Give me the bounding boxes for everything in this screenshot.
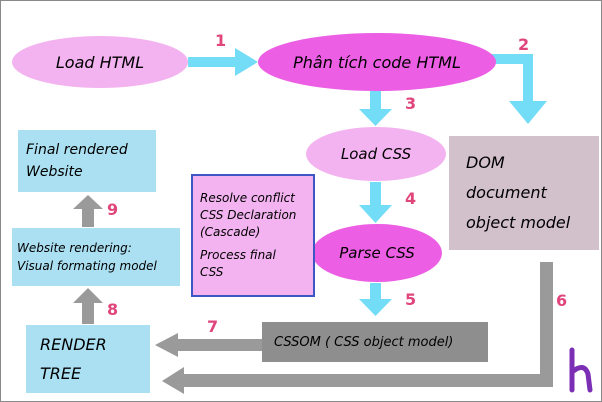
- step-number-5: 5: [405, 290, 417, 309]
- load-css-label: Load CSS: [340, 145, 412, 163]
- arrow-step-6: [162, 262, 553, 394]
- dom-label-line-2: document: [466, 183, 547, 202]
- note-line-5: CSS: [200, 265, 224, 279]
- note-line-2: CSS Declaration: [200, 208, 297, 222]
- step-number-7: 7: [207, 317, 219, 336]
- render-tree-node: RENDER TREE: [26, 325, 150, 393]
- note-line-4: Process final: [200, 248, 276, 262]
- dom-label-line-3: object model: [466, 213, 571, 232]
- step-number-1: 1: [215, 31, 227, 50]
- arrow-step-5: [359, 283, 392, 316]
- arrow-step-9: [73, 195, 103, 227]
- parse-html-label: Phân tích code HTML: [293, 52, 461, 72]
- step-number-3: 3: [405, 94, 417, 113]
- website-rendering-line-2: Visual formating model: [17, 259, 157, 273]
- website-rendering-line-1: Website rendering:: [17, 241, 132, 255]
- arrow-step-3: [359, 91, 392, 126]
- load-html-label: Load HTML: [55, 52, 145, 72]
- arrow-step-2: [483, 54, 547, 124]
- step-number-4: 4: [405, 189, 417, 208]
- arrow-step-7: [155, 333, 262, 357]
- website-rendering-node: Website rendering: Visual formating mode…: [12, 228, 180, 286]
- cssom-label: CSSOM ( CSS object model): [274, 334, 454, 350]
- parse-css-node: Parse CSS: [312, 224, 442, 282]
- step-number-8: 8: [107, 300, 119, 319]
- render-tree-line-2: TREE: [40, 364, 82, 383]
- arrow-step-1: [188, 48, 258, 76]
- dom-node: DOM document object model: [449, 136, 599, 250]
- step-number-6: 6: [556, 291, 568, 310]
- note-line-1: Resolve conflict: [200, 191, 295, 205]
- logo-h-icon: [569, 347, 593, 393]
- parse-css-label: Parse CSS: [339, 244, 415, 262]
- final-website-line-2: Website: [26, 164, 83, 180]
- final-website-node: Final rendered Website: [18, 130, 156, 192]
- arrow-step-8: [73, 288, 103, 324]
- step-number-9: 9: [107, 200, 119, 219]
- cssom-node: CSSOM ( CSS object model): [262, 322, 488, 362]
- arrow-step-4: [359, 182, 392, 223]
- dom-label-line-1: DOM: [466, 153, 505, 172]
- load-css-node: Load CSS: [306, 127, 446, 181]
- logo-mark: [566, 344, 596, 394]
- final-website-line-1: Final rendered: [26, 142, 128, 158]
- parse-html-node: Phân tích code HTML: [258, 33, 496, 91]
- step-number-2: 2: [518, 35, 530, 54]
- note-box: Resolve conflict CSS Declaration (Cascad…: [191, 174, 315, 297]
- render-tree-line-1: RENDER: [40, 335, 107, 354]
- note-line-3: (Cascade): [200, 225, 261, 239]
- load-html-node: Load HTML: [12, 36, 188, 88]
